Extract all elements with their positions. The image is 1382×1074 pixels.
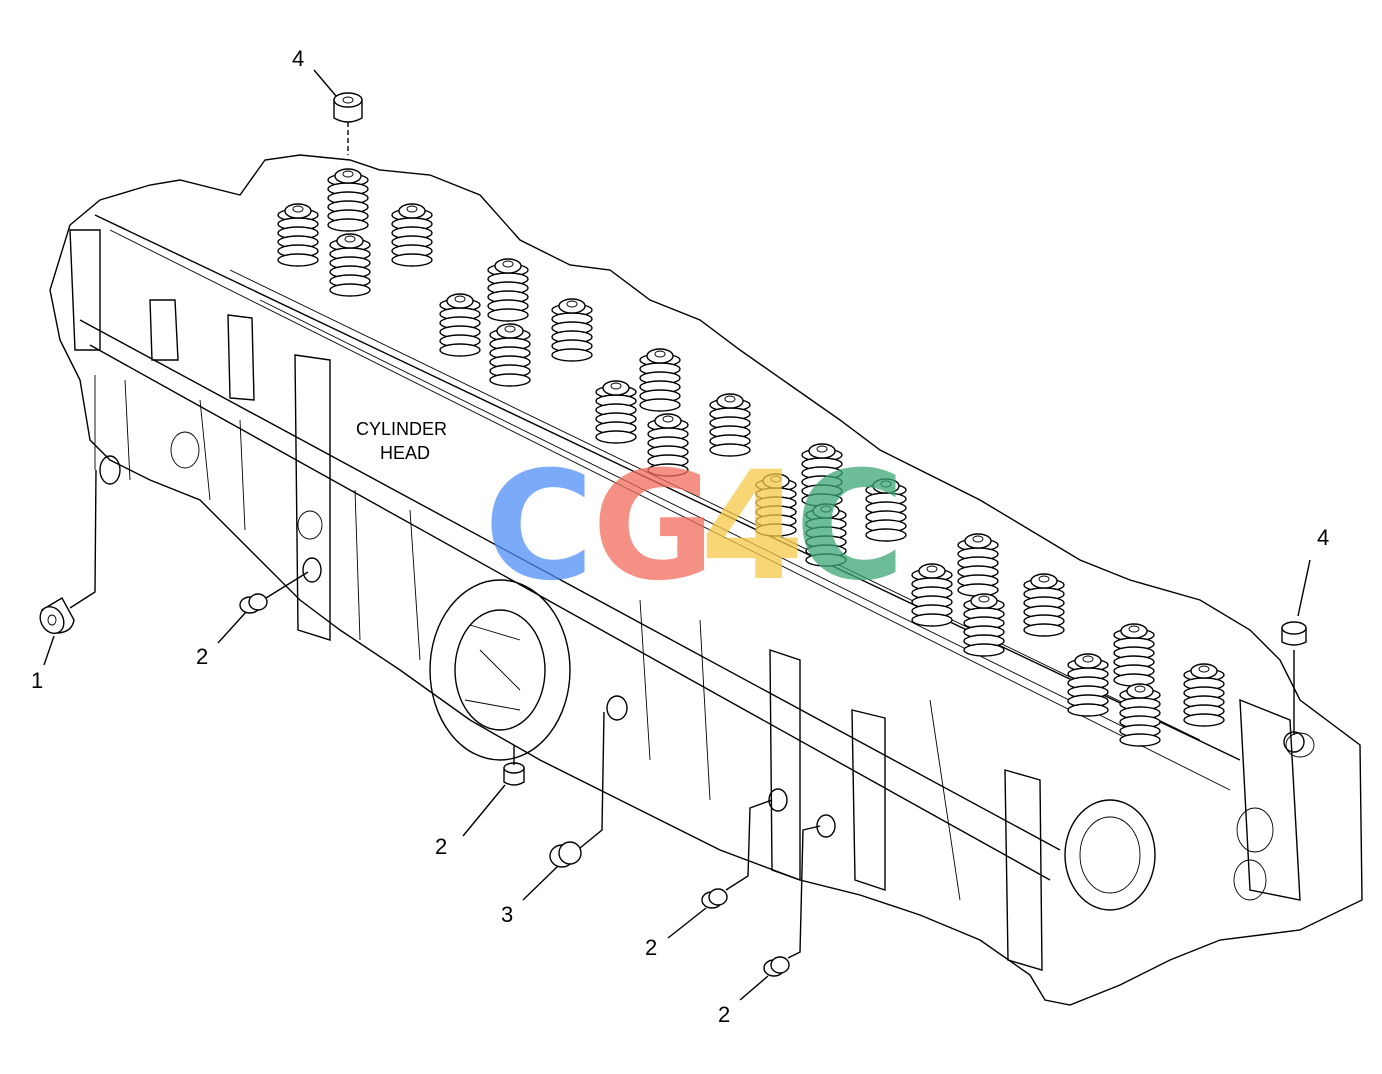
part-name-line-2: HEAD <box>380 443 430 463</box>
valve-spring <box>647 413 689 477</box>
watermark-letter-c1: C <box>484 440 594 614</box>
valve-spring <box>551 298 593 362</box>
part-name-line-1: CYLINDER <box>356 419 447 439</box>
plug-2-b <box>503 762 525 786</box>
valve-spring <box>1023 573 1065 637</box>
valve-spring <box>755 473 797 537</box>
plug-2-d <box>763 956 790 977</box>
valve-spring <box>327 168 369 232</box>
part-name: CYLINDER HEAD <box>350 416 447 464</box>
valve-springs <box>277 168 1225 747</box>
watermark-letter-4: 4 <box>700 440 804 614</box>
callout-1: 1 <box>31 668 43 693</box>
valve-spring <box>639 348 681 412</box>
valve-spring <box>1067 653 1109 717</box>
plug-parts <box>39 92 1307 977</box>
callouts: 4 1 2 2 2 3 2 2 4 <box>31 46 1329 1027</box>
watermark-letter-c2: C <box>795 440 905 614</box>
callout-2-a: 2 <box>196 644 208 669</box>
callout-2-b: 2 <box>435 834 447 859</box>
callout-4-top: 4 <box>292 46 304 71</box>
plug-3 <box>549 841 582 868</box>
valve-spring <box>1119 683 1161 747</box>
valve-spring <box>439 293 481 357</box>
callout-3: 3 <box>501 902 513 927</box>
plug-4-right <box>1281 621 1307 646</box>
plug-2-c <box>701 888 728 909</box>
valve-spring <box>1183 663 1225 727</box>
valve-spring <box>957 533 999 597</box>
head-outline <box>49 154 1363 1006</box>
plug-1 <box>39 597 75 635</box>
callout-4-right: 4 <box>1317 525 1329 550</box>
valve-spring <box>865 478 907 542</box>
leader-lines <box>43 69 1311 1001</box>
callout-2-d: 2 <box>718 1002 730 1027</box>
valve-spring <box>963 593 1005 657</box>
watermark-logo: C G 4 C <box>484 440 905 614</box>
valve-spring <box>277 203 319 267</box>
valve-spring <box>805 503 847 567</box>
plug-2-a <box>239 593 268 614</box>
valve-spring <box>391 203 433 267</box>
callout-2-c: 2 <box>645 935 657 960</box>
valve-spring <box>487 258 529 322</box>
plug-4-top <box>333 92 363 123</box>
watermark-letter-g: G <box>592 440 715 614</box>
valve-spring <box>1113 623 1155 687</box>
cylinder-head-drawing <box>49 154 1363 1006</box>
valve-spring <box>329 233 371 297</box>
valve-spring <box>489 323 531 387</box>
valve-spring <box>595 380 637 444</box>
valve-spring <box>911 563 953 627</box>
valve-spring <box>801 443 843 507</box>
valve-spring <box>709 393 751 457</box>
